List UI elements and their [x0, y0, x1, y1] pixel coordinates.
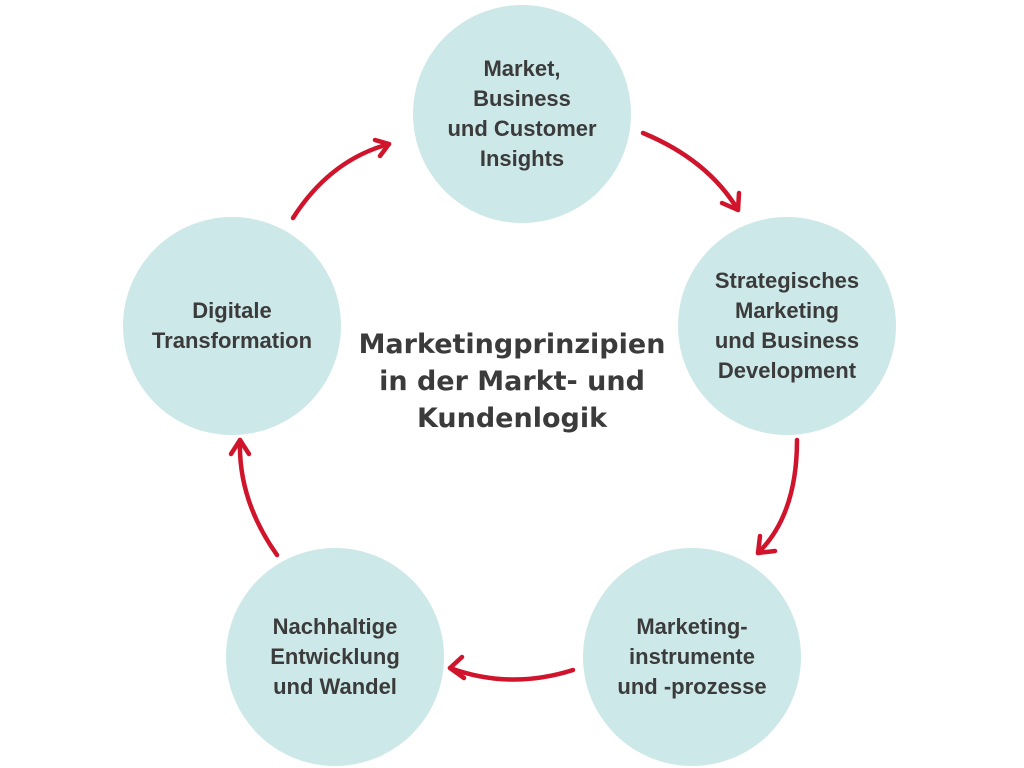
node-market-business-customer-insights: Market, Business und Customer Insights	[413, 5, 631, 223]
node-label: Strategisches Marketing und Business Dev…	[714, 268, 860, 383]
node-label: Market, Business und Customer Insights	[447, 56, 597, 171]
arrow-instruments-to-sustainability	[447, 654, 576, 682]
node-label: Digitale Transformation	[151, 298, 313, 353]
node-label: Marketing- instrumente und -prozesse	[617, 614, 767, 699]
node-label: Nachhaltige Entwicklung und Wandel	[270, 614, 400, 699]
diagram-title: Marketingprinzipien in der Markt- und Ku…	[358, 329, 666, 434]
arrow-digital-to-insights	[290, 137, 392, 221]
arrow-strategy-to-instruments	[755, 437, 800, 556]
node-marketing-instruments: Marketing- instrumente und -prozesse	[583, 548, 801, 766]
node-digital-transformation: Digitale Transformation	[123, 217, 341, 435]
arrow-insights-to-strategy	[640, 130, 742, 213]
node-strategic-marketing: Strategisches Marketing und Business Dev…	[678, 217, 896, 435]
arrow-sustainability-to-digital	[228, 437, 280, 558]
node-sustainable-development: Nachhaltige Entwicklung und Wandel	[226, 548, 444, 766]
